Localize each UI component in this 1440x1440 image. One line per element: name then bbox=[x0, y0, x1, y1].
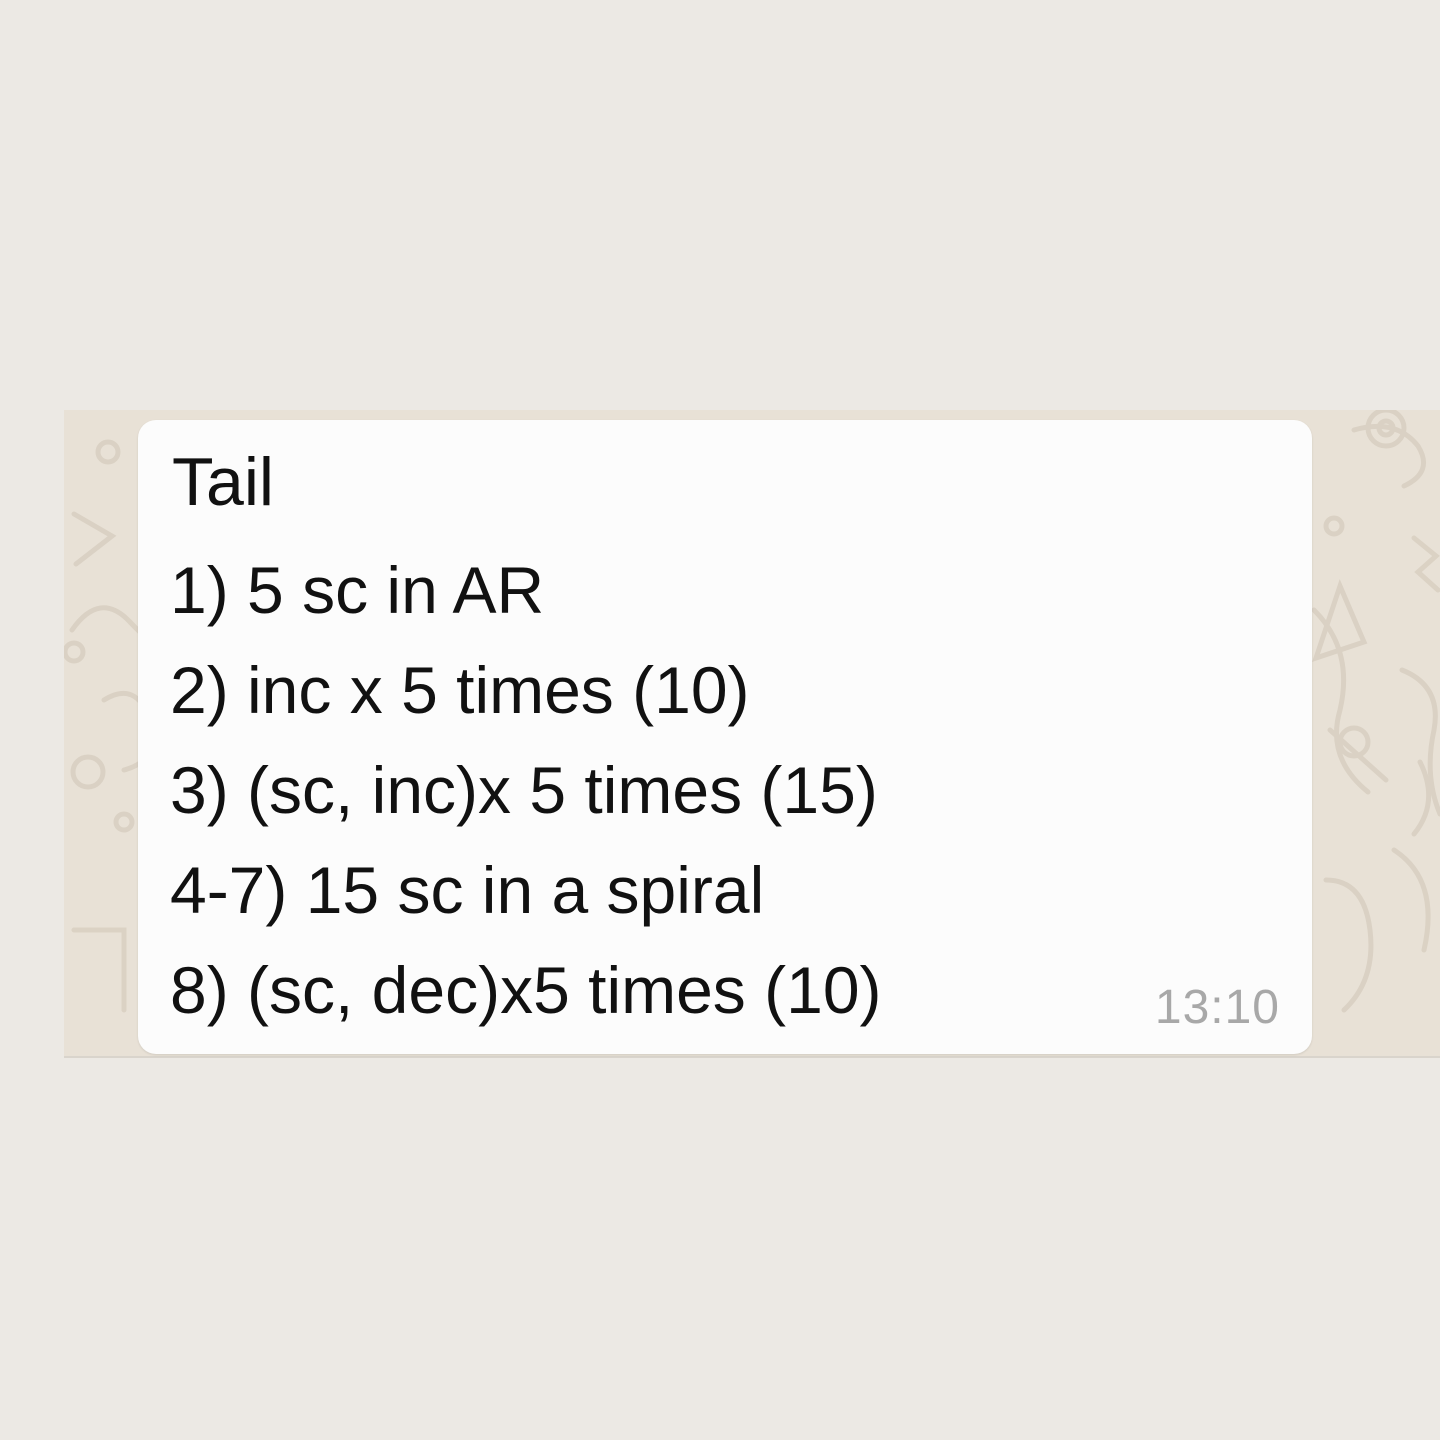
message-line-2: 2) inc x 5 times (10) bbox=[170, 653, 750, 727]
message-title: Tail bbox=[172, 444, 275, 520]
wallpaper-doodle-pattern bbox=[64, 410, 1440, 1013]
message-line-5: 8) (sc, dec)x5 times (10) bbox=[170, 953, 882, 1027]
message-line-3: 3) (sc, inc)x 5 times (15) bbox=[170, 753, 878, 827]
message-lines: 1) 5 sc in AR 2) inc x 5 times (10) 3) (… bbox=[170, 540, 882, 1040]
message-line-4: 4-7) 15 sc in a spiral bbox=[170, 853, 765, 927]
message-timestamp: 13:10 bbox=[1154, 981, 1280, 1034]
message-line-1: 1) 5 sc in AR bbox=[170, 553, 545, 627]
message-bubble[interactable]: Tail 1) 5 sc in AR 2) inc x 5 times (10)… bbox=[138, 420, 1312, 1054]
